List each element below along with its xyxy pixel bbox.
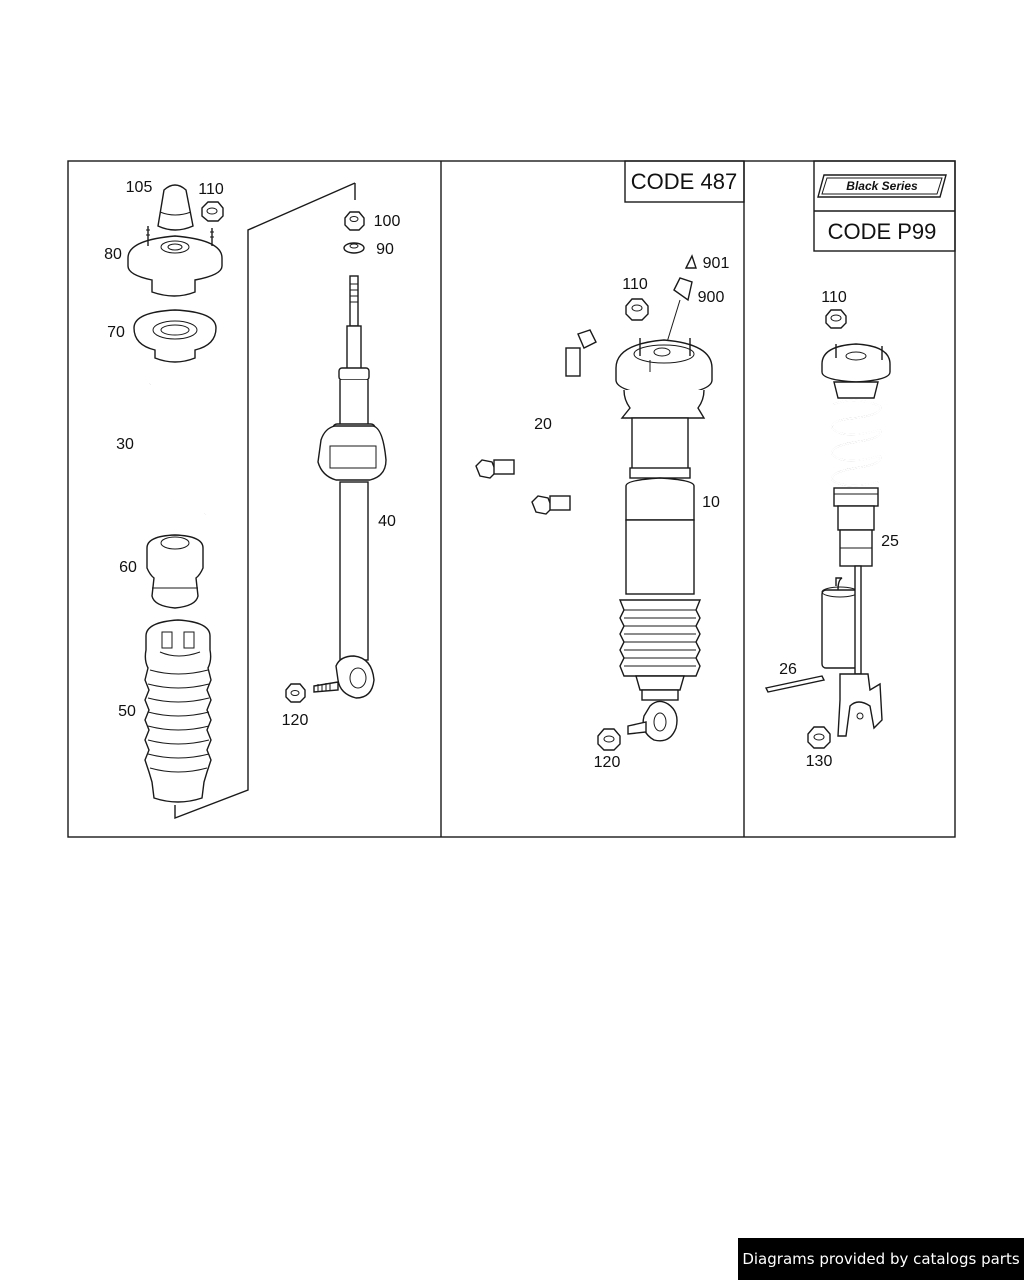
label-60: 60 [119, 559, 137, 576]
label-110-c: 110 [821, 289, 847, 306]
callout-labels: 105 110 80 70 30 60 50 100 90 40 120 901… [104, 179, 899, 771]
part-26-strip [764, 675, 826, 693]
part-70-seat [133, 309, 217, 363]
part-100-nut [344, 211, 365, 231]
label-26: 26 [779, 661, 797, 678]
code-487-box: CODE 487 [624, 160, 745, 203]
label-50: 50 [118, 703, 136, 720]
label-110-b: 110 [622, 276, 648, 293]
part-50-dustboot [144, 619, 212, 803]
part-110-nut-b [625, 298, 649, 321]
part-10-air-strut [615, 338, 713, 742]
label-120-a: 120 [282, 712, 309, 729]
label-900: 900 [698, 289, 725, 306]
label-40: 40 [378, 513, 396, 530]
label-25: 25 [881, 533, 899, 550]
label-120-b: 120 [594, 754, 621, 771]
label-90: 90 [376, 241, 394, 258]
label-110-a: 110 [198, 181, 224, 198]
part-110-nut-a [201, 201, 224, 222]
part-120-nut-a [285, 683, 306, 703]
panel-2-air-strut [475, 254, 713, 751]
label-30: 30 [116, 436, 134, 453]
label-901: 901 [703, 255, 730, 272]
part-30-spring [145, 373, 208, 522]
part-90-washer [343, 242, 365, 254]
label-80: 80 [104, 246, 122, 263]
part-130-nut [807, 726, 831, 749]
label-20: 20 [534, 416, 552, 433]
label-100: 100 [374, 213, 401, 230]
part-25-coilover [821, 343, 891, 737]
part-20-hoses [475, 329, 630, 515]
label-70: 70 [107, 324, 125, 341]
part-40-damper [313, 275, 387, 699]
part-120-nut-b [597, 728, 621, 751]
footer-credit: Diagrams provided by catalogs parts [738, 1238, 1024, 1280]
part-80-mount [127, 226, 223, 297]
part-60-bumpstop [146, 534, 204, 609]
part-110-nut-c [825, 309, 847, 329]
diagram-frame [67, 160, 956, 838]
code-p99-box: Black Series CODE P99 [813, 160, 956, 252]
label-10: 10 [702, 494, 720, 511]
panel-3-coilover [764, 309, 891, 749]
label-105: 105 [126, 179, 153, 196]
black-series-badge [817, 174, 947, 198]
label-130: 130 [806, 753, 833, 770]
code-487-label: CODE 487 [631, 169, 737, 194]
code-p99-label: CODE P99 [828, 219, 937, 244]
part-901-valve [684, 254, 697, 269]
part-105-cap [157, 184, 194, 231]
black-series-label: Black Series [846, 179, 918, 193]
panel-1-exploded-strut [127, 182, 387, 820]
